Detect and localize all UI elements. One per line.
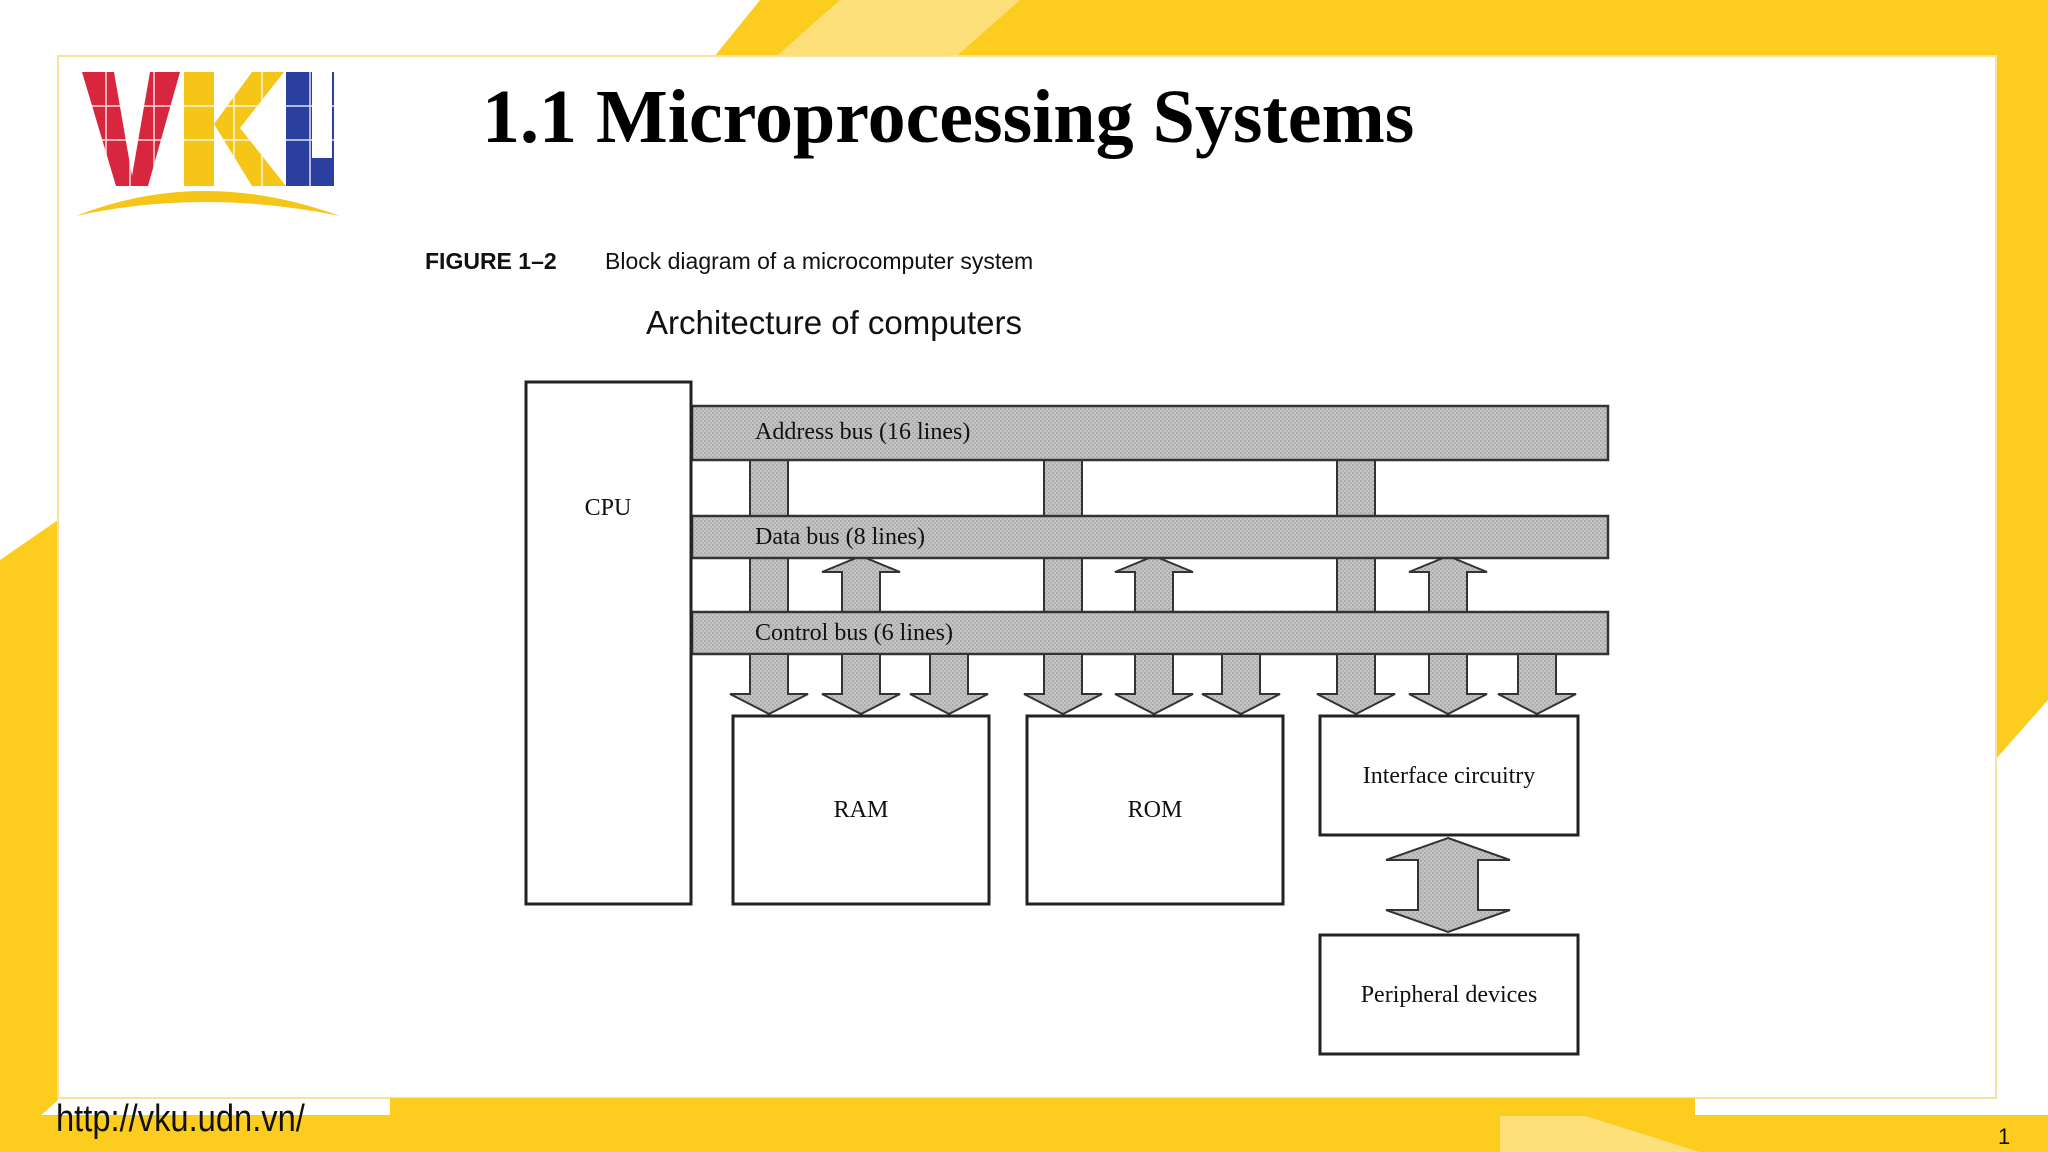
footer-url-link[interactable]: http://vku.udn.vn/ bbox=[56, 1098, 305, 1140]
vku-logo bbox=[76, 72, 340, 216]
bus-bars bbox=[690, 404, 1610, 656]
rom-block bbox=[1025, 714, 1285, 906]
peripheral-block bbox=[1318, 933, 1580, 1056]
bus-down-arrows bbox=[729, 653, 1577, 716]
interface-block bbox=[1318, 714, 1580, 837]
figure-label: FIGURE 1–2 bbox=[425, 248, 557, 274]
figure-caption: Block diagram of a microcomputer system bbox=[605, 248, 1034, 274]
interface-peripheral-arrow bbox=[1385, 836, 1511, 934]
cpu-block bbox=[524, 380, 693, 906]
data-bus-up-arrows bbox=[821, 554, 1488, 613]
control-bus bbox=[690, 610, 1610, 656]
control-bus-label: Control bus (6 lines) bbox=[755, 620, 953, 646]
data-bus bbox=[690, 514, 1610, 560]
data-bus-label: Data bus (8 lines) bbox=[755, 524, 925, 550]
ram-block bbox=[731, 714, 991, 906]
interface-label: Interface circuitry bbox=[1363, 763, 1536, 789]
page-number: 1 bbox=[1998, 1124, 2011, 1149]
figure-heading: Architecture of computers bbox=[646, 304, 1022, 341]
page-title: 1.1 Microprocessing Systems bbox=[482, 75, 1415, 159]
ram-label: RAM bbox=[834, 797, 889, 823]
peripheral-label: Peripheral devices bbox=[1361, 982, 1538, 1008]
cpu-label: CPU bbox=[585, 495, 632, 521]
rom-label: ROM bbox=[1128, 797, 1183, 823]
address-bus-label: Address bus (16 lines) bbox=[755, 419, 970, 445]
